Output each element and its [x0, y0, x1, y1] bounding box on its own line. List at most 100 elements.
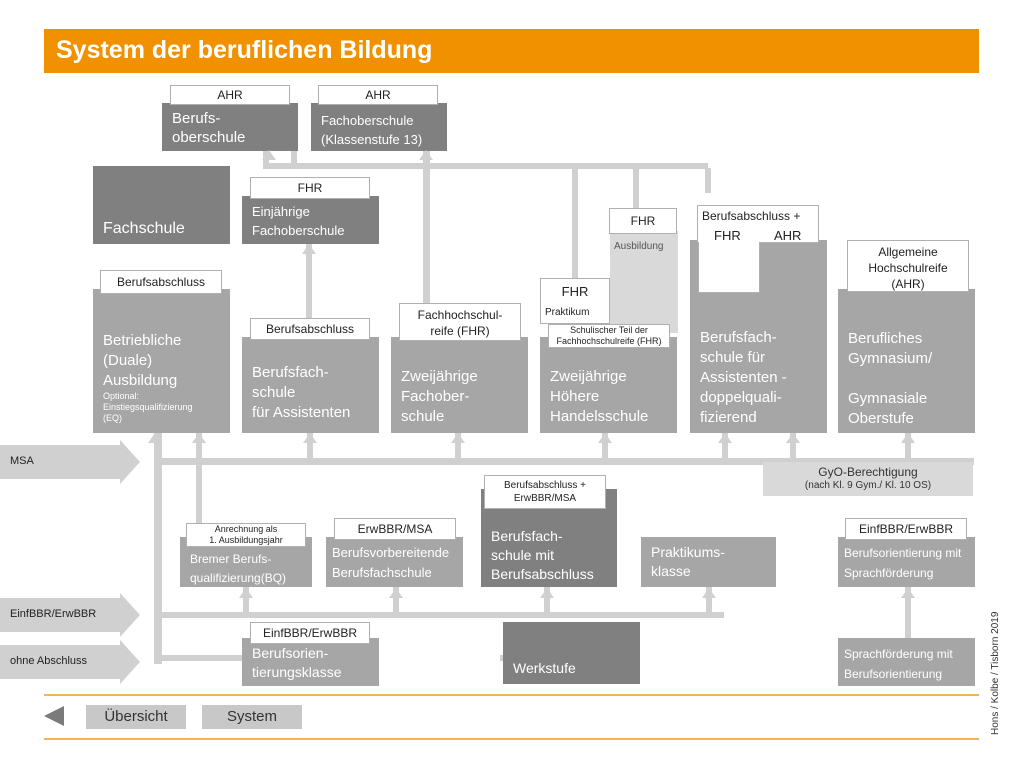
connector-line [455, 432, 461, 462]
fachschule-box[interactable]: Fachschule [93, 166, 230, 244]
berufsorientierung-sprach-badge: EinfBBR/ErwBBR [845, 518, 967, 540]
nav-divider-top [44, 694, 979, 696]
bremer-bq-text: Bremer Berufs- qualifizierung(BQ) [190, 552, 287, 585]
connector-line [602, 432, 608, 462]
bfs-assistenten-badge: Berufsabschluss [250, 318, 370, 340]
zweijaehrige-fos-badge: Fachhochschul- reife (FHR) [399, 303, 521, 341]
einjaehrige-fos-badge: FHR [250, 177, 370, 199]
connector-line [291, 148, 297, 166]
duale-ausbildung-small: Optional: Einstiegsqualifizierung (EQ) [103, 391, 193, 423]
msa-label: MSA [10, 455, 34, 467]
msa-arrow: MSA [0, 440, 140, 484]
arrow-up-icon [901, 433, 915, 443]
ahr-badge: Allgemeine Hochschulreife (AHR) [847, 240, 969, 292]
nav-divider-bottom [44, 738, 979, 740]
gyo-line2: (nach Kl. 9 Gym./ Kl. 10 OS) [804, 480, 932, 491]
connector-line [154, 432, 162, 664]
connector-line [544, 586, 550, 616]
bfs-berufsabschluss-badge: Berufsabschluss + ErwBBR/MSA [484, 475, 606, 509]
berufsoberschule-box[interactable]: Berufs- oberschule [162, 103, 298, 151]
arrow-up-icon [718, 433, 732, 443]
bfs-berufsabschluss-text: Berufsfach- schule mit Berufsabschluss [491, 528, 594, 582]
connector-line [306, 244, 312, 334]
berufsvorbereitende-bfs-text: Berufsvorbereitende Berufsfachschule [332, 545, 450, 580]
duale-ausbildung-badge: Berufsabschluss [100, 270, 222, 294]
berufsvorbereitende-bfs-box[interactable]: Berufsvorbereitende Berufsfachschule [326, 537, 463, 587]
back-button[interactable] [44, 706, 68, 728]
hoehere-handelsschule-box[interactable]: Zweijährige Höhere Handelsschule [540, 337, 677, 433]
gyo-berechtigung-box: GyO-Berechtigung (nach Kl. 9 Gym./ Kl. 1… [763, 462, 973, 496]
bfa-plus-badge: Berufsabschluss + FHR AHR [697, 205, 819, 243]
fachoberschule-13-badge: AHR [318, 85, 438, 105]
bfs-doppelqualifizierend-text: Berufsfach- schule für Assistenten - dop… [700, 329, 787, 426]
berufsoberschule-text: Berufs- oberschule [172, 110, 246, 146]
duale-ausbildung-box[interactable]: Betriebliche (Duale) Ausbildung Optional… [93, 289, 230, 433]
fachschule-text: Fachschule [103, 220, 185, 237]
berufliches-gymnasium-box[interactable]: Berufliches Gymnasium/ Gymnasiale Oberst… [838, 289, 975, 433]
title-bar: System der beruflichen Bildung [44, 29, 979, 73]
berufsorientierungsklasse-box[interactable]: Berufsorien- tierungsklasse [242, 638, 379, 686]
bfa-plus-line1: Berufsabschluss + [702, 209, 801, 223]
zweijaehrige-fos-box[interactable]: Zweijährige Fachober- schule [391, 337, 528, 433]
zweijaehrige-fos-text: Zweijährige Fachober- schule [401, 368, 478, 425]
connector-line [263, 163, 708, 169]
connector-line [154, 612, 724, 618]
arrow-up-icon [786, 433, 800, 443]
arrow-up-icon [239, 588, 253, 598]
arrow-up-icon [302, 244, 316, 254]
arrow-up-icon [540, 588, 554, 598]
bfs-assistenten-box[interactable]: Berufsfach- schule für Assistenten [242, 337, 379, 433]
einjaehrige-fos-box[interactable]: Einjährige Fachoberschule [242, 196, 379, 244]
connector-line [196, 432, 202, 524]
hhs-praktikum-text: Praktikum [545, 307, 590, 318]
hoehere-handelsschule-text: Zweijährige Höhere Handelsschule [550, 368, 649, 425]
arrow-up-icon [702, 588, 716, 598]
bfa-plus-fhr: FHR [714, 228, 741, 243]
overview-button[interactable]: Übersicht [86, 705, 186, 729]
hhs-schulischer-teil-badge: Schulischer Teil der Fachhochschulreife … [548, 324, 670, 348]
berufliches-gymnasium-text: Berufliches Gymnasium/ Gymnasiale Oberst… [848, 330, 933, 427]
bfs-assistenten-text: Berufsfach- schule für Assistenten [252, 364, 351, 421]
einjaehrige-fos-text: Einjährige Fachoberschule [252, 204, 345, 238]
connector-line [154, 458, 974, 465]
credit-text: Hons / Kolbe / Tisborn 2019 [990, 611, 1001, 735]
sprachfoerderung-box[interactable]: Sprachförderung mit Berufsorientierung [838, 638, 975, 686]
connector-line [307, 432, 313, 462]
arrow-up-icon [389, 588, 403, 598]
arrow-up-icon [451, 433, 465, 443]
connector-line [633, 168, 639, 208]
arrow-up-icon [192, 433, 206, 443]
ausbildung-box[interactable]: Ausbildung [610, 231, 678, 333]
page-title: System der beruflichen Bildung [56, 36, 433, 64]
bremer-bq-box[interactable]: Bremer Berufs- qualifizierung(BQ) [180, 537, 312, 587]
connector-line [154, 655, 254, 661]
berufsoberschule-badge: AHR [170, 85, 290, 105]
connector-line [423, 150, 430, 305]
fachoberschule-13-text: Fachoberschule (Klassenstufe 13) [321, 113, 423, 147]
duale-ausbildung-text: Betriebliche (Duale) Ausbildung [103, 332, 182, 389]
ausbildung-text: Ausbildung [614, 241, 664, 252]
bremer-bq-badge: Anrechnung als 1. Ausbildungsjahr [186, 523, 306, 547]
berufsorientierung-sprach-box[interactable]: Berufsorientierung mit Sprachförderung [838, 537, 975, 587]
werkstufe-box[interactable]: Werkstufe [503, 622, 640, 684]
connector-line [393, 586, 399, 616]
connector-line [243, 586, 249, 616]
arrow-up-icon [303, 433, 317, 443]
fachoberschule-13-box[interactable]: Fachoberschule (Klassenstufe 13) [311, 103, 447, 151]
connector-line [790, 432, 796, 462]
bfa-white-notch [698, 242, 760, 293]
praktikumsklasse-box[interactable]: Praktikums- klasse [641, 537, 776, 587]
gyo-line1: GyO-Berechtigung [818, 465, 918, 479]
hhs-fhr-text: FHR [561, 284, 589, 299]
ohne-abschluss-arrow: ohne Abschluss [0, 640, 140, 684]
system-button[interactable]: System [202, 705, 302, 729]
arrow-up-icon [901, 588, 915, 598]
berufsvorbereitende-bfs-badge: ErwBBR/MSA [334, 518, 456, 540]
berufsorientierungsklasse-text: Berufsorien- tierungsklasse [252, 645, 342, 680]
bfa-plus-ahr: AHR [774, 228, 802, 243]
werkstufe-text: Werkstufe [513, 660, 576, 676]
sprachfoerderung-text: Sprachförderung mit Berufsorientierung [844, 647, 953, 681]
back-arrow-icon [44, 706, 64, 726]
arrow-up-icon [419, 150, 433, 160]
connector-line [722, 432, 728, 462]
